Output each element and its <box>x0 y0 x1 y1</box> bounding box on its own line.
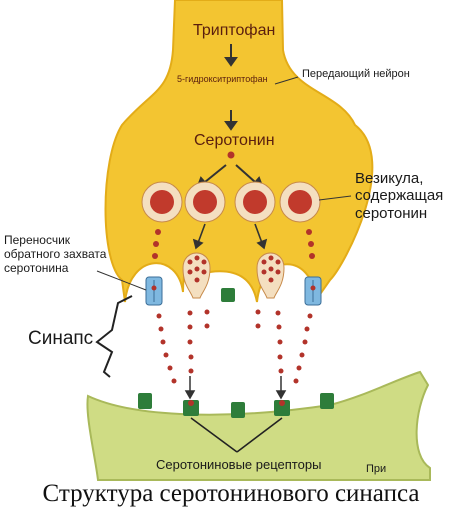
synapse-bracket <box>97 296 132 377</box>
serotonin-molecule <box>228 152 235 159</box>
presynaptic-neuron <box>106 0 373 302</box>
vesicle-label: Везикула, содержащая серотонин <box>355 170 443 222</box>
serotonin-label: Серотонин <box>194 132 275 150</box>
vesicle-label-line-3: серотонин <box>355 205 443 222</box>
reuptake-label-line-2: обратного захвата <box>4 248 106 262</box>
receiving-neuron-label: При <box>366 463 386 476</box>
reuptake-transporter-label: Переносчик обратного захвата серотонина <box>4 234 106 275</box>
reuptake-label-line-3: серотонина <box>4 262 106 276</box>
synapse-label: Синапс <box>28 328 93 350</box>
vesicle-label-line-2: содержащая <box>355 187 443 204</box>
hydroxytryptophan-label: 5-гидрокситриптофан <box>177 74 268 84</box>
reuptake-label-line-1: Переносчик <box>4 234 106 248</box>
synaptic-cleft-serotonin <box>157 310 313 384</box>
receptors-label: Серотониновые рецепторы <box>156 458 321 473</box>
vesicle-label-line-1: Везикула, <box>355 170 443 187</box>
transmitting-neuron-label: Передающий нейрон <box>302 68 410 81</box>
tryptophan-label: Триптофан <box>193 22 275 40</box>
figure-caption: Структура серотонинового синапса <box>0 480 462 508</box>
presynaptic-receptor <box>221 288 235 302</box>
release-arrows <box>186 376 285 398</box>
